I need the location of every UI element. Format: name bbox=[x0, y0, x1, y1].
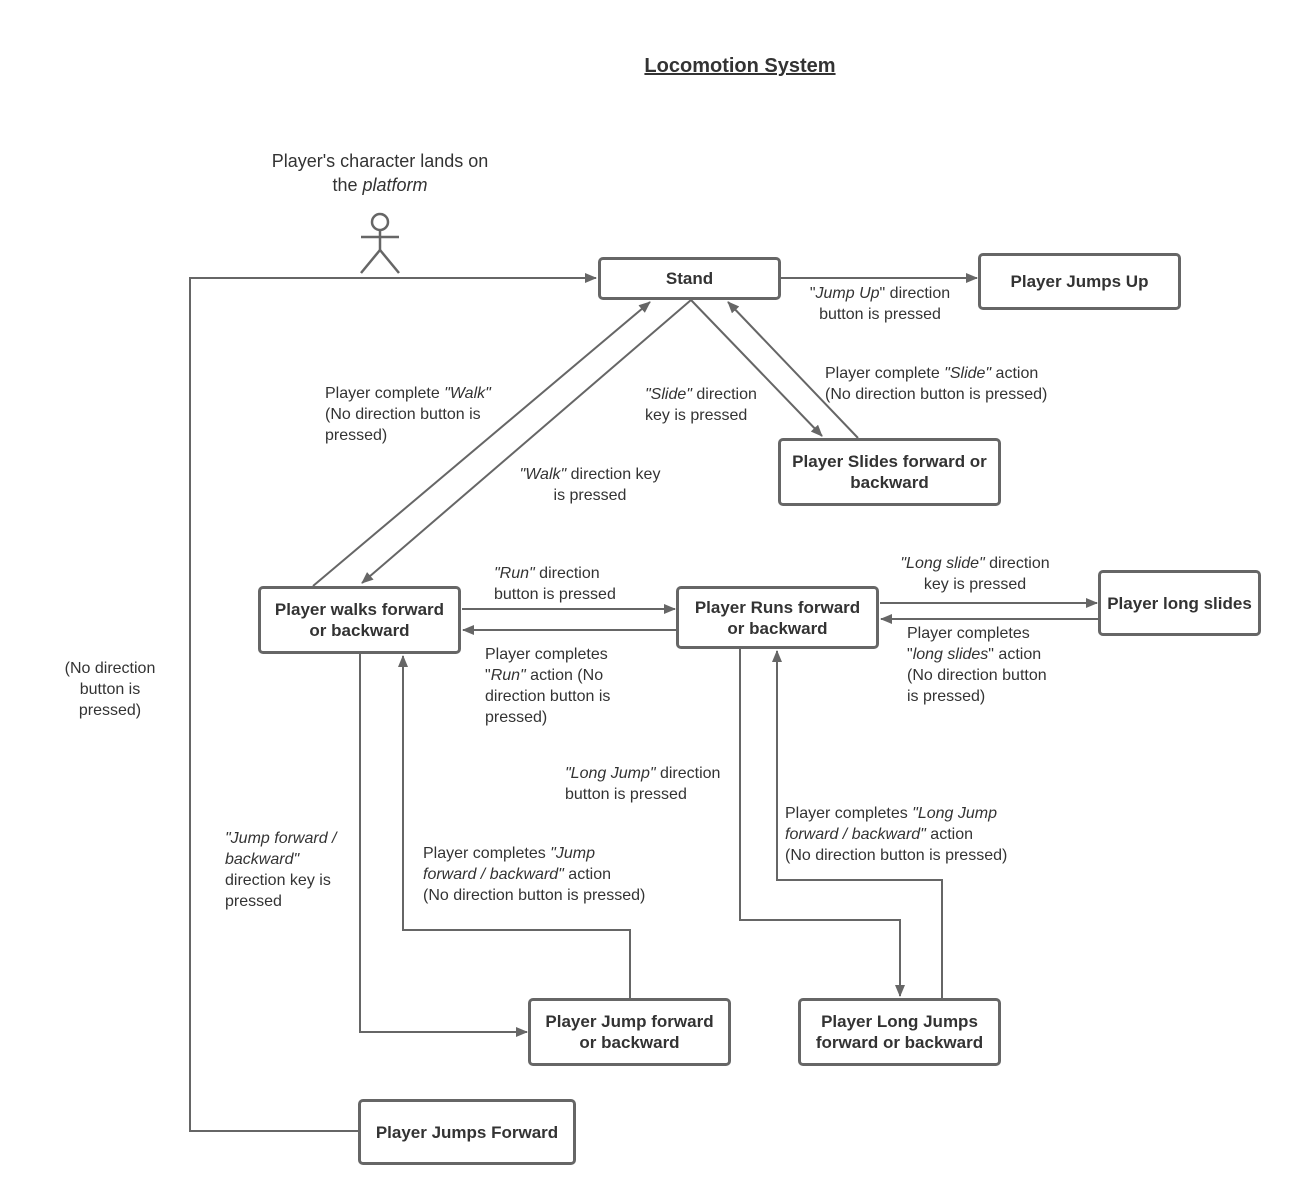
edge-walks-to-jump-fb bbox=[359, 654, 528, 1037]
edge-stand-to-slides bbox=[690, 299, 823, 437]
diagram-title: Locomotion System bbox=[644, 55, 836, 77]
label-long-slide-key: "Long slide" direction key is pressed bbox=[900, 555, 1050, 593]
node-slides[interactable]: Player Slides forward or backward bbox=[778, 438, 1001, 506]
label-slide-key: "Slide" direction key is pressed bbox=[645, 386, 757, 424]
edge-walks-to-stand bbox=[312, 301, 651, 587]
edge-long-jumps-to-runs bbox=[772, 650, 943, 998]
node-long-jumps[interactable]: Player Long Jumps forward or backward bbox=[798, 998, 1001, 1066]
node-runs[interactable]: Player Runs forward or backward bbox=[676, 586, 879, 649]
node-jumps-up[interactable]: Player Jumps Up bbox=[978, 253, 1181, 310]
node-jumps-forward[interactable]: Player Jumps Forward bbox=[358, 1099, 576, 1165]
label-run-complete: Player completes "Run" action (No direct… bbox=[485, 646, 611, 726]
label-long-jump-complete: Player completes "Long Jump forward / ba… bbox=[785, 805, 1008, 864]
label-no-direction: (No direction button is pressed) bbox=[64, 660, 156, 719]
edge-runs-to-long-jumps bbox=[739, 649, 905, 997]
node-stand[interactable]: Stand bbox=[598, 257, 781, 300]
label-walk-key: "Walk" direction key is pressed bbox=[519, 466, 661, 504]
label-long-jump-key: "Long Jump" direction button is pressed bbox=[565, 765, 721, 803]
label-long-slide-complete: Player completes "long slides" action (N… bbox=[907, 625, 1047, 705]
node-walks[interactable]: Player walks forward or backward bbox=[258, 586, 461, 654]
label-jump-fb-key: "Jump forward / backward" direction key … bbox=[225, 830, 337, 910]
label-jump-fb-complete: Player completes "Jump forward / backwar… bbox=[423, 845, 646, 904]
label-run-key: "Run" direction button is pressed bbox=[494, 565, 616, 603]
node-jump-forward-backward[interactable]: Player Jump forward or backward bbox=[528, 998, 731, 1066]
edge-jump-fb-to-walks bbox=[398, 655, 631, 998]
label-walk-complete: Player complete "Walk" (No direction but… bbox=[325, 385, 491, 444]
edge-stand-to-walks bbox=[361, 299, 692, 584]
edge-jumps-forward-to-stand bbox=[189, 273, 597, 1132]
edge-slides-to-stand bbox=[727, 301, 859, 439]
label-slide-complete: Player complete "Slide" action (No direc… bbox=[825, 365, 1048, 403]
node-long-slides[interactable]: Player long slides bbox=[1098, 570, 1261, 636]
actor-label: Player's character lands on the platform bbox=[271, 151, 489, 195]
label-jump-up: "Jump Up" direction button is pressed bbox=[809, 285, 951, 323]
actor-figure bbox=[360, 212, 400, 274]
